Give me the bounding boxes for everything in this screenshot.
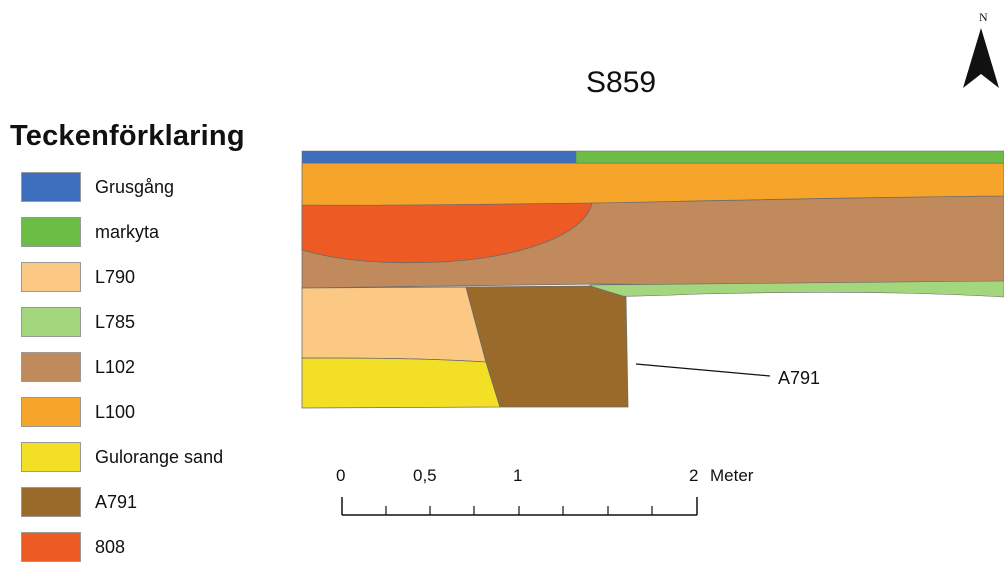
- layer-l100: [301, 162, 1004, 206]
- legend-swatch: [21, 397, 81, 427]
- legend-label: L102: [95, 357, 136, 377]
- legend-item-gulorange-sand: Gulorange sand: [21, 442, 281, 472]
- legend-item-l790: L790: [21, 262, 281, 292]
- scale-label-0: 0: [336, 466, 345, 485]
- legend-item-grusgang: Grusgång: [21, 172, 281, 202]
- a791-annotation: A791: [778, 368, 821, 388]
- legend-item-a791: A791: [21, 487, 281, 517]
- north-letter: N: [979, 10, 988, 24]
- layer-markyta: [575, 150, 1004, 164]
- legend-swatch: [21, 352, 81, 382]
- legend-swatch: [21, 442, 81, 472]
- legend-label: L790: [95, 267, 136, 287]
- legend-item-l102: L102: [21, 352, 281, 382]
- legend-title: Teckenförklaring: [10, 120, 245, 152]
- legend-label: A791: [95, 492, 138, 512]
- scale-bar: 0 0,5 1 2 Meter: [336, 466, 754, 516]
- legend-item-markyta: markyta: [21, 217, 281, 247]
- layer-gulorange-sand: [301, 357, 501, 409]
- legend-swatch: [21, 172, 81, 202]
- layer-a791: [465, 285, 629, 408]
- legend-label: 808: [95, 537, 126, 557]
- layer-l785: [589, 280, 1004, 298]
- scale-label-2: 2: [689, 466, 698, 485]
- a791-leader-line: [635, 363, 771, 377]
- legend-label: L785: [95, 312, 136, 332]
- legend-swatch: [21, 217, 81, 247]
- north-arrow-icon: [963, 28, 999, 88]
- legend-item-l100: L100: [21, 397, 281, 427]
- legend-label: Grusgång: [95, 177, 175, 197]
- layer-l790: [301, 286, 487, 363]
- legend-swatch: [21, 307, 81, 337]
- scale-unit: Meter: [710, 466, 754, 485]
- layer-808: [301, 202, 593, 264]
- layer-grusgang: [301, 150, 577, 164]
- map-title: S859: [586, 66, 657, 99]
- legend-item-l785: L785: [21, 307, 281, 337]
- legend-swatch: [21, 487, 81, 517]
- legend-label: markyta: [95, 222, 160, 242]
- scale-label-0-5: 0,5: [413, 466, 437, 485]
- legend-swatch: [21, 262, 81, 292]
- scale-label-1: 1: [513, 466, 522, 485]
- legend-label: Gulorange sand: [95, 447, 224, 467]
- legend-item-808: 808: [21, 532, 281, 562]
- legend-label: L100: [95, 402, 136, 422]
